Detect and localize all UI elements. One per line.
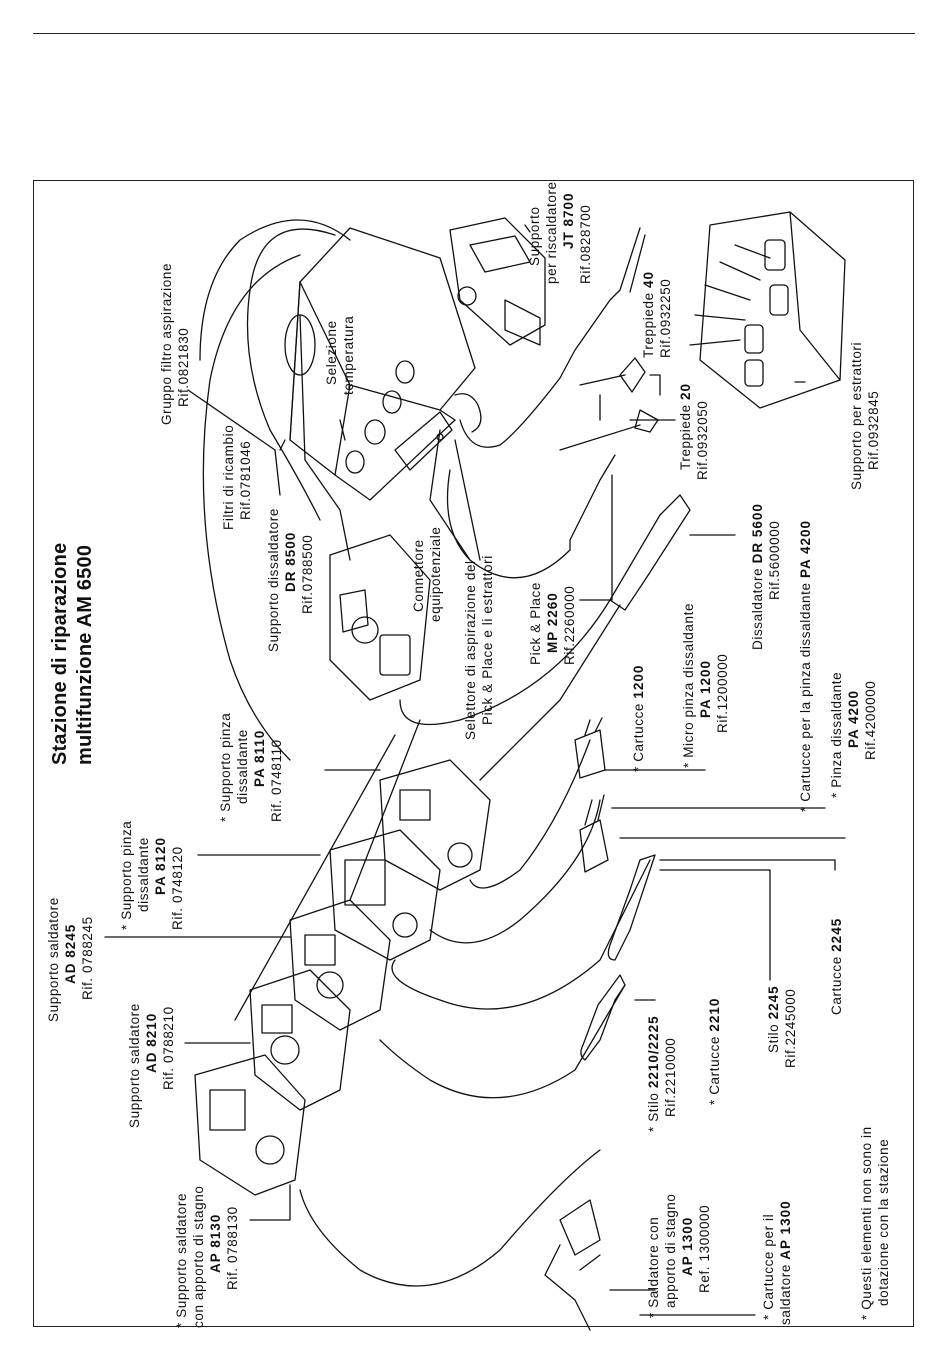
stylus-2245 [607, 854, 656, 961]
label-pa8120-support: * Supporto pinza dissaldante PA 8120 Rif… [119, 820, 185, 930]
holder-pa8120 [329, 829, 441, 961]
page-title: Stazione di riparazione multifunzione AM… [49, 542, 96, 765]
label-temperature: Selezione temperatura [324, 315, 356, 395]
label-ad8245-support: Supporto saldatore AD 8245 Rif. 0788245 [46, 897, 95, 1022]
holder-ad8210 [249, 969, 351, 1111]
label-filter-group: Gruppo filtro aspirazione Rif.0821830 [159, 262, 191, 425]
label-extractor-support: Supporto per estrattori Rif.0932845 [849, 341, 881, 490]
label-ad8210-support: Supporto saldatore AD 8210 Rif. 0788210 [127, 1003, 176, 1128]
main-unit [289, 227, 482, 501]
label-ap8130-support: * Supporto saldatore con apporto di stag… [174, 1185, 240, 1328]
heater-tool [559, 227, 641, 379]
label-dr8500-support: Supporto dissaldatore DR 8500 Rif.078850… [266, 508, 315, 652]
label-pa4200-cartridges: * Cartucce per la pinza dissaldante PA 4… [798, 519, 813, 812]
extractor-support [689, 211, 846, 409]
pa1200-tool [574, 717, 606, 779]
pa4200-tool [579, 794, 609, 873]
label-stylus-2210: * Stilo 2210/2225 Rif.2210000 [646, 1015, 678, 1132]
label-cart-2245: Cartucce 2245 [829, 917, 844, 1015]
label-spare-filters: Filtri di ricambio Rif.0781046 [221, 424, 253, 530]
label-pick-place: Pick & Place MP 2260 Rif.2260000 [528, 582, 577, 665]
holder-ad8245 [289, 899, 391, 1031]
label-tripod-40: Treppiede 40 Rif.0932250 [641, 270, 673, 358]
stylus-2210 [580, 974, 626, 1061]
label-stylus-2245: Stilo 2245 Rif.2245000 [766, 985, 798, 1068]
footnote: * Questi elementi non sono in dotazione … [859, 1126, 891, 1320]
label-ap1300: * Saldatore con apporto di stagno AP 130… [646, 1193, 712, 1318]
label-tripod-20: Treppiede 20 Rif.0932050 [678, 382, 710, 480]
heater-holder [449, 217, 546, 346]
label-cart-1200: * Cartucce 1200 [631, 664, 646, 772]
diagram-frame [33, 180, 914, 1327]
top-rule [33, 33, 915, 34]
dr5600-tool [609, 494, 691, 611]
label-selector: Selettore di aspirazione del Pick & Plac… [463, 555, 495, 740]
ap1300-tool [544, 1199, 601, 1331]
pickplace-tool [569, 454, 616, 551]
holder-ap8130 [194, 1054, 306, 1196]
dr8500-holder [329, 534, 431, 701]
label-pa8110-support: * Supporto pinza dissaldante PA 8110 Rif… [218, 712, 284, 822]
label-pa4200: * Pinza dissaldante PA 4200 Rif.4200000 [829, 671, 878, 798]
label-ap1300-cartridges: * Cartucce per il saldatore AP 1300 [761, 1200, 793, 1325]
label-cart-2210: * Cartucce 2210 [707, 997, 722, 1105]
label-heater-support: Supporto per riscaldatore JT 8700 Rif.08… [527, 181, 593, 284]
label-dr5600: Dissaldatore DR 5600 Rif.5600000 [750, 503, 782, 650]
label-micro-pinza: * Micro pinza dissaldante PA 1200 Rif.12… [681, 602, 730, 768]
label-connector: Connettore equipotenziale [411, 526, 443, 622]
